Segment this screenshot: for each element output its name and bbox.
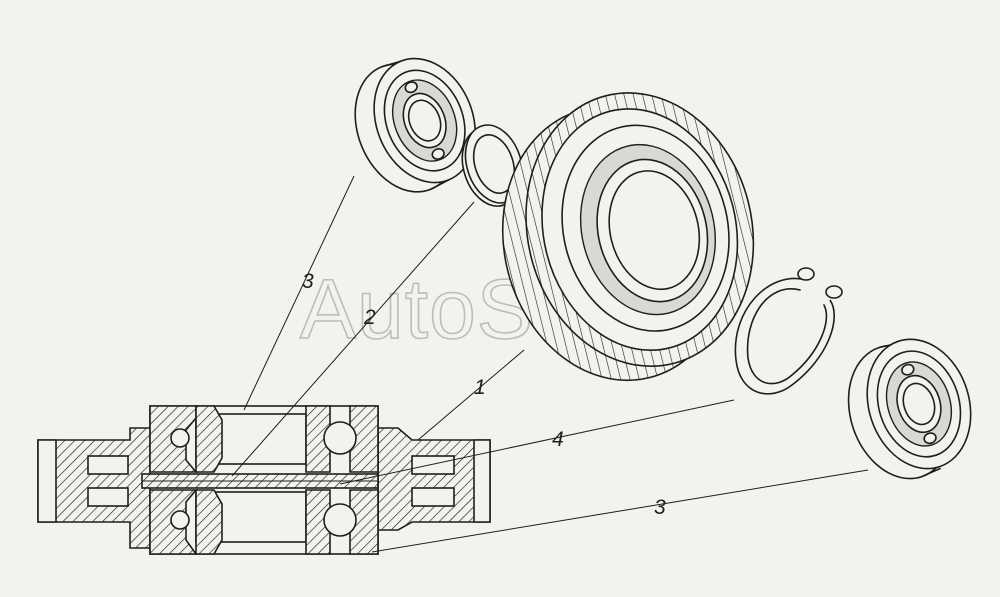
leader-lines [231, 175, 869, 553]
callout-3-top: 3 [302, 270, 314, 293]
leader-1 [417, 349, 525, 441]
callout-1: 1 [474, 376, 486, 399]
callout-3-bottom: 3 [654, 496, 666, 519]
gear [501, 92, 755, 382]
right-ball-bearing [847, 338, 972, 480]
callout-2: 2 [363, 306, 376, 329]
leader-4 [339, 399, 735, 485]
leader-2 [231, 201, 475, 477]
callout-4: 4 [552, 428, 564, 451]
top-ball-bearing [354, 57, 477, 193]
retaining-ring [734, 267, 843, 395]
spacer-ring [461, 124, 524, 207]
leader-3-top [243, 175, 355, 411]
assembly-cross-section [37, 405, 491, 555]
leader-3-bottom [371, 469, 869, 553]
